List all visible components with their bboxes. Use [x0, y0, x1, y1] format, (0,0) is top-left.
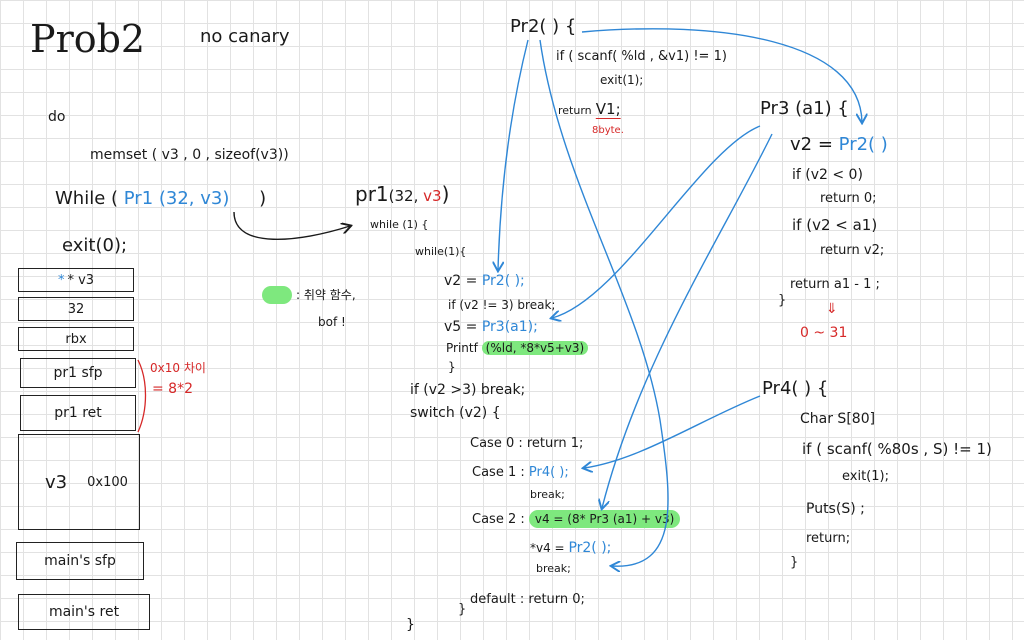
- pr1-case2-break: break;: [536, 562, 571, 575]
- pr1-switch: switch (v2) {: [410, 405, 501, 421]
- pr3-if2: if (v2 < a1): [792, 216, 878, 234]
- v3-size: 0x100: [87, 474, 128, 490]
- subtitle: no canary: [200, 26, 290, 47]
- pr4-puts: Puts(S) ;: [806, 501, 865, 517]
- pr3-ret1: return 0;: [820, 191, 877, 206]
- pr1-case2: Case 2 : v4 = (8* Pr3 (a1) + v3): [472, 510, 681, 528]
- while-call: Pr1 (32, v3): [123, 188, 230, 209]
- pr4-exit: exit(1);: [842, 469, 889, 484]
- pr1-case1: Case 1 : Pr4( );: [472, 465, 569, 480]
- offset-note-line2: = 8*2: [152, 381, 193, 397]
- stack-box-main-ret: main's ret: [18, 594, 150, 630]
- pr3-ret3: return a1 - 1 ;: [790, 277, 880, 292]
- arrow-pr2-to-pr3: [581, 28, 862, 122]
- pr2-signature: Pr2( ) {: [510, 16, 577, 37]
- pr2-line2: exit(1);: [600, 73, 644, 87]
- pr1-if-v2: if (v2 != 3) break;: [448, 298, 556, 312]
- stack-box-ptr-v3: ** v3: [18, 268, 134, 292]
- pr1-close1: }: [458, 602, 467, 617]
- arrow-pr3-to-pr1-v5: [552, 125, 761, 318]
- pr1-case0: Case 0 : return 1;: [470, 436, 584, 451]
- arrow-main-to-pr1: [233, 211, 350, 241]
- pr3-signature: Pr3 (a1) {: [760, 98, 849, 119]
- pr1-close2: }: [406, 617, 415, 633]
- pr4-decl: Char S[80]: [800, 411, 876, 427]
- stack-box-pr1-ret: pr1 ret: [20, 395, 136, 431]
- pr3-range: 0 ~ 31: [800, 325, 848, 341]
- arrow-pr3-to-case2: [602, 133, 773, 508]
- legend-line2: bof !: [318, 315, 346, 329]
- while-line: While ( Pr1 (32, v3) ): [55, 190, 266, 208]
- arrow-pr2-to-case2: [539, 39, 669, 566]
- pr4-if1: if ( scanf( %80s , S) != 1): [802, 440, 992, 458]
- pr4-close: }: [790, 555, 799, 570]
- while-close: ): [259, 188, 267, 209]
- pr3-close: }: [778, 293, 787, 308]
- pr4-return: return;: [806, 531, 851, 546]
- pr3-v2-line: v2 = Pr2( ): [790, 134, 888, 155]
- stack-box-pr1-sfp: pr1 sfp: [20, 358, 136, 388]
- pr2-return: return V1;: [558, 100, 621, 118]
- pr1-case1-break: break;: [530, 488, 565, 501]
- pr1-signature: pr1(32, v3): [355, 182, 450, 206]
- pr1-while2: while(1){: [415, 245, 467, 258]
- exit-line: exit(0);: [62, 235, 128, 256]
- arrow-pr2-to-pr1-v2: [498, 39, 529, 270]
- page-title: Prob2: [30, 17, 146, 61]
- pr3-if1: if (v2 < 0): [792, 167, 863, 183]
- while-keyword: While (: [55, 188, 119, 209]
- pr1-v5-line: v5 = Pr3(a1);: [444, 319, 538, 335]
- pr1-v2-line: v2 = Pr2( );: [444, 273, 525, 289]
- memset-line: memset ( v3 , 0 , sizeof(v3)): [90, 147, 289, 163]
- stack-box-32: 32: [18, 297, 134, 321]
- pr1-if-v2-gt: if (v2 >3) break;: [410, 382, 526, 398]
- pr2-line1: if ( scanf( %ld , &v1) != 1): [556, 49, 727, 64]
- stack-box-rbx: rbx: [18, 327, 134, 351]
- offset-note-line1: 0x10 차이: [150, 361, 206, 375]
- stack-box-v3-buffer: v3 0x100: [18, 434, 140, 530]
- offset-bracket: [137, 359, 147, 433]
- pr1-printf-line: Printf (%ld, *8*v5+v3): [446, 341, 589, 355]
- stack-box-main-sfp: main's sfp: [16, 542, 144, 580]
- pr1-while-inner: while (1) {: [370, 218, 429, 231]
- pr1-case2-assign: *v4 = Pr2( );: [530, 540, 612, 556]
- pr2-size-note: 8byte.: [592, 125, 624, 136]
- legend-line1: : 취약 함수,: [296, 288, 356, 302]
- pr1-brace: }: [448, 360, 456, 374]
- arrow-pr4-to-case1: [584, 395, 761, 468]
- case2-vuln-highlight: v4 = (8* Pr3 (a1) + v3): [528, 510, 681, 528]
- printf-vuln-highlight: (%ld, *8*v5+v3): [481, 341, 589, 355]
- highlight-legend-swatch: [262, 286, 292, 304]
- do-keyword: do: [48, 109, 66, 125]
- pr3-range-arrow: ⇓: [826, 301, 838, 317]
- pr2-return-var: V1;: [595, 100, 621, 118]
- pr3-ret2: return v2;: [820, 243, 885, 258]
- pr1-default: default : return 0;: [470, 592, 585, 607]
- pr4-signature: Pr4( ) {: [762, 378, 829, 399]
